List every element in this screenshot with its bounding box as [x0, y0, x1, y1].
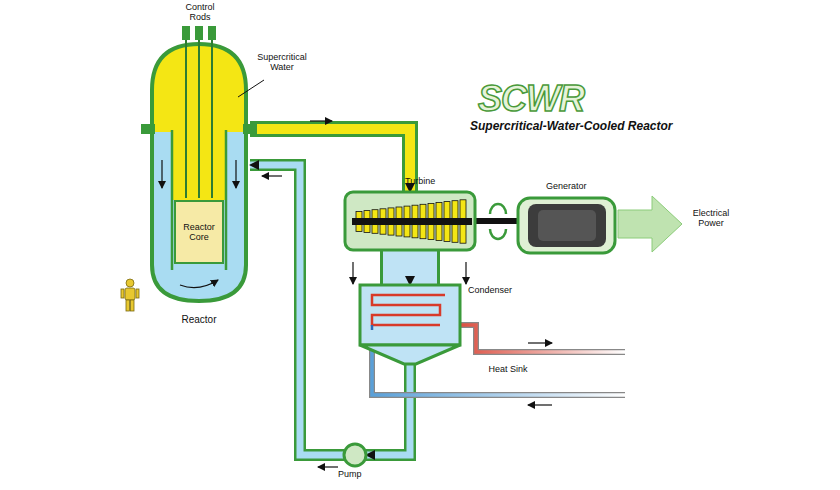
turbine-drawing [345, 192, 475, 250]
label-text: Supercritical-Water-Cooled Reactor [470, 120, 710, 134]
label-text: Control Rods [178, 2, 222, 23]
reactor-core: Reactor Core [174, 200, 224, 264]
flow-arrowhead [475, 221, 518, 222]
shaft-coupling [490, 204, 506, 239]
pipe-connector [383, 250, 437, 285]
pipe-connector [250, 129, 410, 192]
node-label: Reactor Core [179, 222, 219, 243]
flow-arrowhead [410, 250, 411, 285]
power-arrow [618, 196, 682, 252]
reactor-vessel-drawing [141, 26, 264, 305]
generator-drawing [518, 198, 615, 253]
flow-arrows [262, 121, 338, 467]
pipe-wall [250, 165, 344, 455]
generator: Generator [518, 198, 615, 253]
condenser: Condenser [360, 285, 460, 345]
flow-arrowhead [250, 129, 410, 192]
reactor-vessel: ReactorReactor Core [148, 40, 250, 305]
pipe-connector [250, 165, 344, 455]
title: SCWR [478, 78, 584, 120]
label-text: Heat Sink [478, 364, 538, 374]
worker-figure [121, 279, 139, 311]
label-text: Supercritical Water [252, 52, 312, 73]
label-text: Electrical Power [686, 208, 736, 229]
node-label: Reactor [148, 314, 250, 326]
node-label: Generator [546, 181, 587, 191]
pump: Pump [344, 444, 366, 466]
pipe-connector [475, 218, 518, 224]
node-label: Pump [338, 469, 362, 479]
turbine: Turbine [345, 192, 475, 250]
flow-arrowhead [250, 165, 344, 455]
pump-drawing [344, 444, 366, 466]
pipe-wall [380, 250, 440, 285]
node-label: Turbine [405, 176, 435, 186]
condenser-drawing [353, 262, 466, 364]
node-label: Condenser [468, 285, 512, 295]
